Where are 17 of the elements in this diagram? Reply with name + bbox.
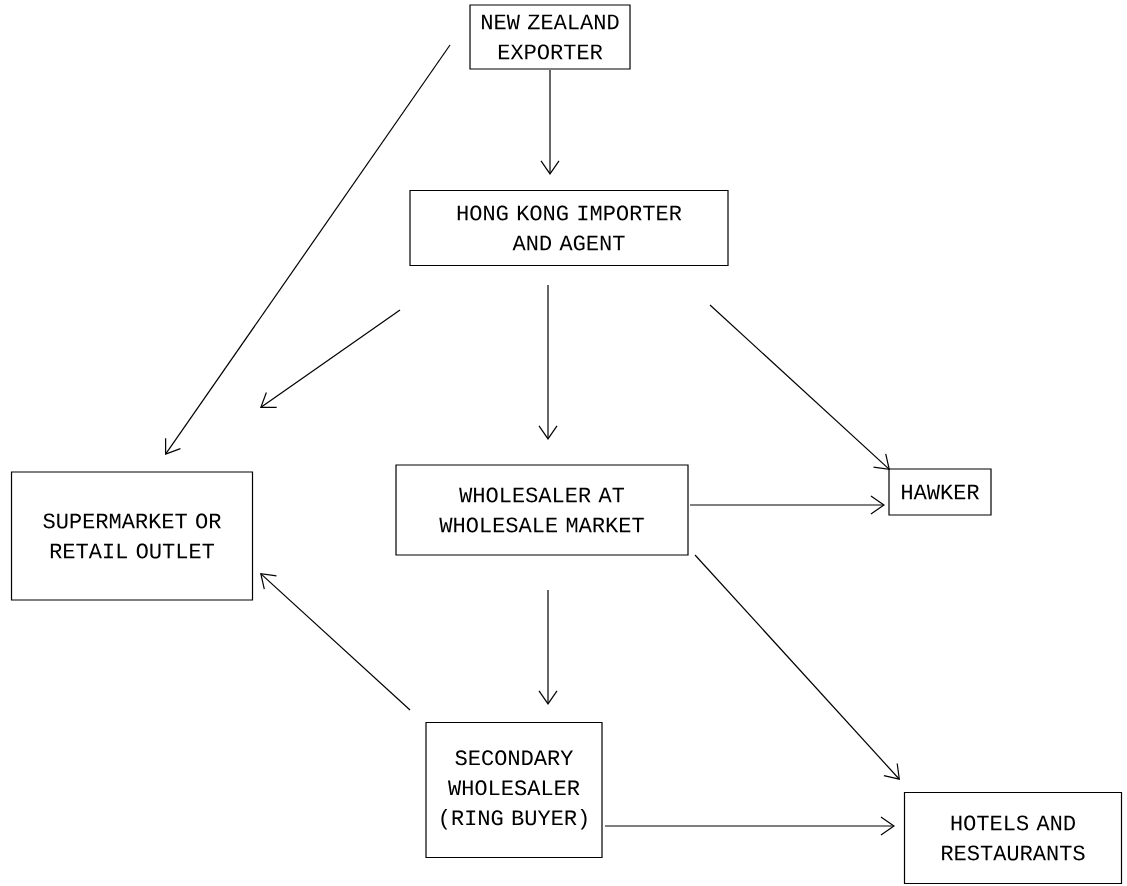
process-box: WHOLESALER AT WHOLESALE MARKET (395, 464, 689, 556)
arrow (709, 304, 890, 470)
process-box: HOTELS AND RESTAURANTS (903, 791, 1123, 885)
process-box: HONG KONG IMPORTER AND AGENT (409, 189, 729, 267)
process-box: SUPERMARKET OR RETAIL OUTLET (10, 471, 254, 601)
arrow (540, 69, 560, 175)
arrow (538, 284, 558, 440)
process-box: NEW ZEALAND EXPORTER (469, 4, 631, 70)
process-box: HAWKER (888, 468, 992, 516)
arrow (260, 573, 411, 711)
arrow (538, 589, 558, 705)
arrow (689, 495, 885, 515)
process-box: SECONDARY WHOLESALER (RING BUYER) (425, 721, 603, 859)
arrow (165, 44, 451, 455)
arrow (260, 309, 401, 408)
arrow (694, 554, 900, 780)
arrow (604, 816, 895, 836)
